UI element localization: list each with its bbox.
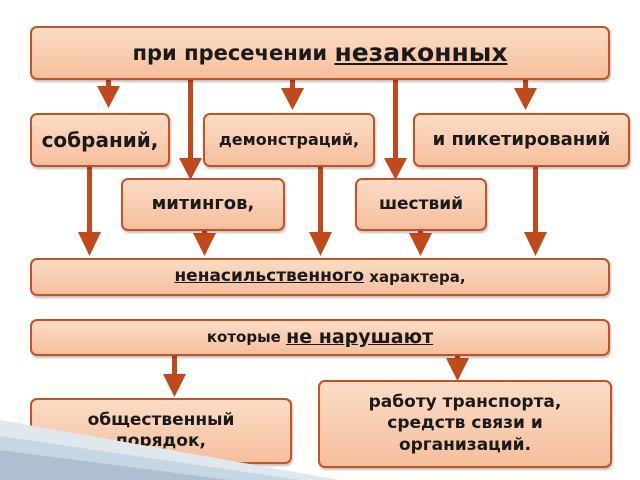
pickets-label: и пикетирований [432, 128, 611, 150]
meetings-box: собраний, [30, 113, 170, 167]
processions-label: шествий [378, 193, 464, 214]
transport-line3: организаций. [398, 434, 532, 455]
transport-line1: работу транспорта, [368, 392, 562, 413]
nonviolent-rest: характера, [364, 267, 466, 286]
demonstrations-box: демонстраций, [203, 113, 375, 167]
meetings-label: собраний, [41, 127, 159, 152]
nonviolent-emphasis: ненасильственного [174, 266, 365, 287]
nonviolent-box: ненасильственного характера, [30, 258, 610, 296]
rallies-box: митингов, [121, 178, 285, 231]
public-order-line1: общественный [87, 409, 235, 430]
top-box: при пресечении незаконных [30, 26, 610, 80]
not-violating-prefix: которые [206, 328, 287, 347]
transport-line2: средств связи и [387, 413, 543, 434]
transport-box: работу транспорта, средств связи и орган… [318, 380, 612, 468]
pickets-box: и пикетирований [413, 113, 630, 167]
top-prefix: при пресечении [132, 40, 335, 65]
top-emphasis: незаконных [334, 38, 508, 68]
decorative-corner-swoosh [0, 420, 340, 480]
processions-box: шествий [355, 178, 487, 231]
not-violating-box: которые не нарушают [30, 319, 610, 356]
demonstrations-label: демонстраций, [218, 130, 360, 149]
not-violating-emphasis: не нарушают [286, 325, 434, 348]
rallies-label: митингов, [151, 193, 255, 215]
